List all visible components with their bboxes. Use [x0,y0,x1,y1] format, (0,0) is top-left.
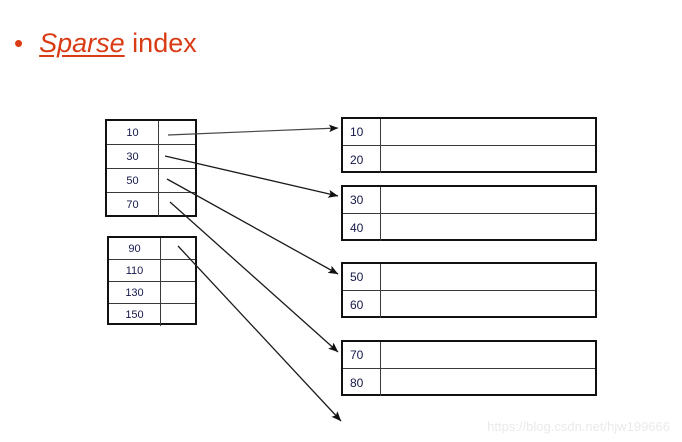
index-row[interactable]: 90 [109,238,195,260]
index-pointer-cell[interactable] [159,145,195,168]
index-row[interactable]: 10 [107,121,195,145]
data-row[interactable]: 80 [343,369,595,396]
index-key: 10 [107,121,159,144]
data-row[interactable]: 60 [343,291,595,318]
data-row[interactable]: 50 [343,264,595,291]
index-pointer-cell[interactable] [161,260,195,281]
data-key: 60 [343,291,381,318]
pointer-90 [177,245,342,422]
index-row[interactable]: 150 [109,304,195,326]
data-row[interactable]: 30 [343,187,595,214]
index-pointer-cell[interactable] [161,238,195,259]
index-key: 130 [109,282,161,303]
data-block-2[interactable]: 30 40 [341,185,597,241]
data-payload-cell [381,264,595,290]
data-block-3[interactable]: 50 60 [341,262,597,318]
data-payload-cell [381,342,595,368]
title-text: Sparse index [39,28,197,59]
data-row[interactable]: 40 [343,214,595,241]
index-pointer-cell[interactable] [159,169,195,192]
data-key: 50 [343,264,381,290]
index-row[interactable]: 110 [109,260,195,282]
page-title: • Sparse index [14,28,197,59]
data-payload-cell [381,214,595,241]
data-payload-cell [381,187,595,213]
data-row[interactable]: 70 [343,342,595,369]
index-key: 70 [107,193,159,217]
index-row[interactable]: 50 [107,169,195,193]
index-key: 50 [107,169,159,192]
data-key: 40 [343,214,381,241]
index-pointer-cell[interactable] [159,193,195,217]
index-block-1[interactable]: 10 30 50 70 [105,119,197,217]
data-key: 80 [343,369,381,396]
data-row[interactable]: 20 [343,146,595,173]
data-payload-cell [381,291,595,318]
index-row[interactable]: 130 [109,282,195,304]
data-key: 30 [343,187,381,213]
data-key: 10 [343,119,381,145]
index-pointer-cell[interactable] [161,304,195,326]
data-key: 70 [343,342,381,368]
data-key: 20 [343,146,381,173]
data-block-4[interactable]: 70 80 [341,340,597,396]
index-pointer-cell[interactable] [159,121,195,144]
data-payload-cell [381,369,595,396]
index-key: 150 [109,304,161,326]
index-row[interactable]: 30 [107,145,195,169]
title-rest: index [124,28,197,58]
data-payload-cell [381,146,595,173]
index-key: 90 [109,238,161,259]
title-emphasis: Sparse [39,28,125,58]
index-block-2[interactable]: 90 110 130 150 [107,236,197,326]
watermark: https://blog.csdn.net/hjw199666 [487,419,670,434]
data-payload-cell [381,119,595,145]
index-pointer-cell[interactable] [161,282,195,303]
index-key: 30 [107,145,159,168]
data-row[interactable]: 10 [343,119,595,146]
bullet-glyph: • [14,28,24,58]
index-row[interactable]: 70 [107,193,195,217]
data-block-1[interactable]: 10 20 [341,117,597,173]
index-key: 110 [109,260,161,281]
